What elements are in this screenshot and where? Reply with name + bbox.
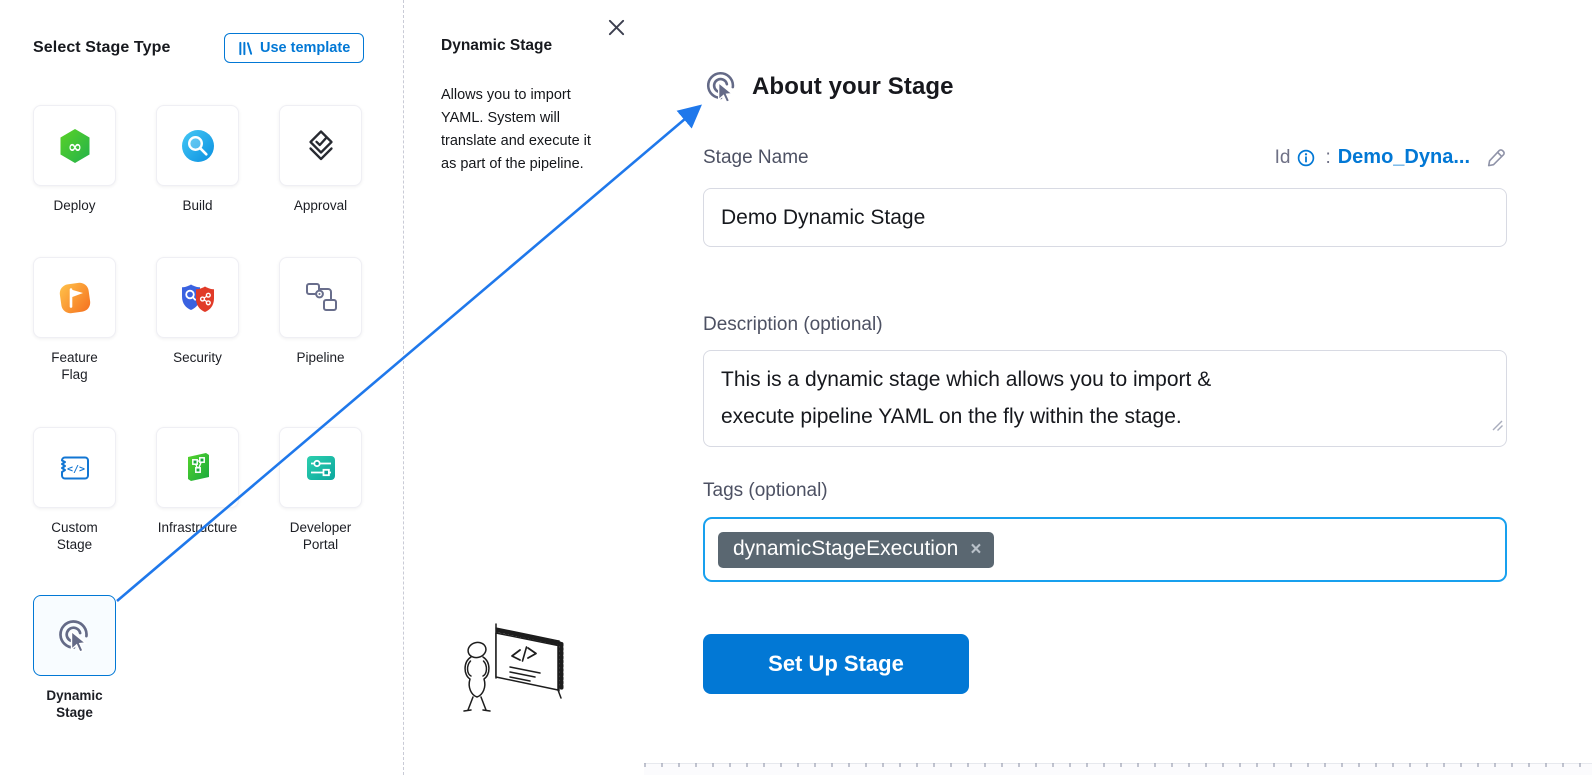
stage-tile-security[interactable]: Security (156, 257, 239, 366)
stage-tile-infrastructure[interactable]: Infrastructure (156, 427, 239, 536)
panel-title: Select Stage Type (33, 39, 170, 57)
description-value: This is a dynamic stage which allows you… (721, 361, 1266, 435)
tag-remove-icon[interactable]: × (970, 538, 981, 559)
stage-tile-label: Pipeline (246, 349, 396, 366)
description-label: Description (optional) (703, 314, 883, 336)
close-icon[interactable] (604, 15, 628, 39)
stage-tile-build[interactable]: Build (156, 105, 239, 214)
id-colon: : (1325, 147, 1330, 169)
form-title: About your Stage (752, 73, 954, 101)
stage-tile-developer-portal[interactable]: Developer Portal (279, 427, 362, 553)
security-icon (178, 278, 218, 318)
infrastructure-icon (178, 448, 218, 488)
stage-tile-approval[interactable]: Approval (279, 105, 362, 214)
edit-pencil-icon[interactable] (1486, 147, 1507, 168)
stage-name-label: Stage Name (703, 147, 809, 169)
info-icon[interactable] (1297, 149, 1315, 167)
dynamic-stage-icon (55, 616, 95, 656)
build-icon (178, 126, 218, 166)
approval-icon (301, 126, 341, 166)
tag-chip: dynamicStageExecution × (718, 532, 994, 568)
drawer-description: Allows you to import YAML. System will t… (441, 84, 599, 176)
feature-flag-icon (55, 278, 95, 318)
form-header: About your Stage (703, 68, 954, 106)
stage-type-panel: Select Stage Type Use template ∞ Deploy … (0, 0, 404, 775)
stage-tile-label: Dynamic Stage (0, 687, 150, 721)
tag-text: dynamicStageExecution (733, 537, 958, 561)
svg-text:</>: </> (66, 464, 84, 475)
presenter-whiteboard-illustration (458, 618, 576, 728)
drawer-title: Dynamic Stage (441, 37, 552, 55)
use-template-label: Use template (260, 40, 350, 56)
deploy-icon: ∞ (55, 126, 95, 166)
stage-tile-label: Approval (246, 197, 396, 214)
dynamic-stage-icon (703, 68, 741, 106)
use-template-button[interactable]: Use template (224, 33, 364, 63)
stage-tile-label: Developer Portal (246, 519, 396, 553)
pipeline-canvas-grid (644, 763, 1592, 775)
svg-text:∞: ∞ (67, 137, 81, 157)
stage-name-value: Demo Dynamic Stage (721, 206, 925, 230)
id-value[interactable]: Demo_Dyna... (1338, 146, 1470, 169)
stage-tile-dynamic-stage[interactable]: Dynamic Stage (33, 595, 116, 721)
stage-tile-pipeline[interactable]: Pipeline (279, 257, 362, 366)
id-label: Id (1275, 147, 1291, 169)
stage-id-group: Id : Demo_Dyna... (1275, 146, 1507, 169)
set-up-stage-button[interactable]: Set Up Stage (703, 634, 969, 694)
custom-stage-icon: </> (55, 448, 95, 488)
description-textarea[interactable]: This is a dynamic stage which allows you… (703, 350, 1507, 447)
pipeline-icon (301, 278, 341, 318)
tags-input[interactable]: dynamicStageExecution × (703, 517, 1507, 582)
tags-label: Tags (optional) (703, 480, 828, 502)
developer-portal-icon (301, 448, 341, 488)
about-stage-form: About your Stage Stage Name Id : Demo_Dy… (703, 0, 1507, 775)
stage-name-input[interactable]: Demo Dynamic Stage (703, 188, 1507, 247)
stage-tile-deploy[interactable]: ∞ Deploy (33, 105, 116, 214)
resize-handle-icon[interactable] (1492, 406, 1503, 443)
stage-tile-custom-stage[interactable]: </> Custom Stage (33, 427, 116, 553)
stage-tile-feature-flag[interactable]: Feature Flag (33, 257, 116, 383)
template-library-icon (238, 41, 253, 56)
